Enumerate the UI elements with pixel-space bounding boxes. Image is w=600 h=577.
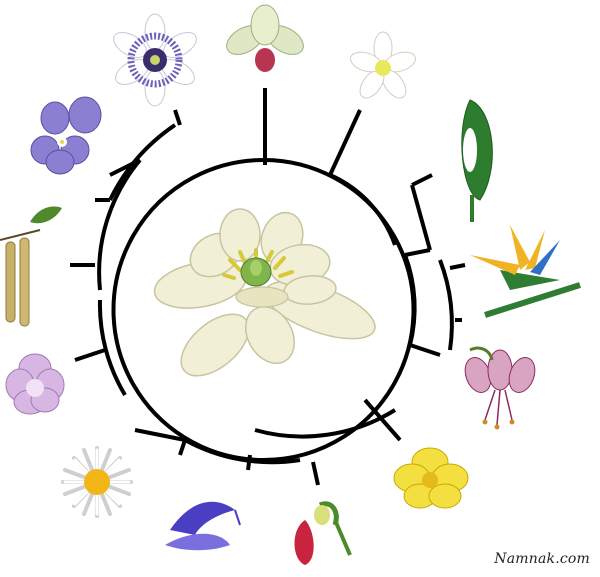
lady-slipper-orchid-icon <box>294 501 352 565</box>
buttercup-icon <box>393 447 469 509</box>
ancestral-flower-icon <box>153 208 376 377</box>
phylogenetic-tree-branches <box>70 88 466 486</box>
watermark-text: Namnak.com <box>494 551 590 567</box>
passion-flower-icon <box>113 13 197 107</box>
salvia-flower-icon <box>165 501 241 551</box>
birch-catkin-icon <box>0 206 62 327</box>
martagon-lily-icon <box>464 346 536 430</box>
pink-bell-flower-icon <box>5 353 65 415</box>
white-star-flower-icon <box>350 31 416 99</box>
bird-of-paradise-icon <box>470 225 581 318</box>
magnolia-bud-icon <box>226 4 304 72</box>
calla-lily-icon <box>461 99 493 222</box>
violet-pansy-icon <box>30 96 102 175</box>
daisy-icon <box>61 446 133 518</box>
